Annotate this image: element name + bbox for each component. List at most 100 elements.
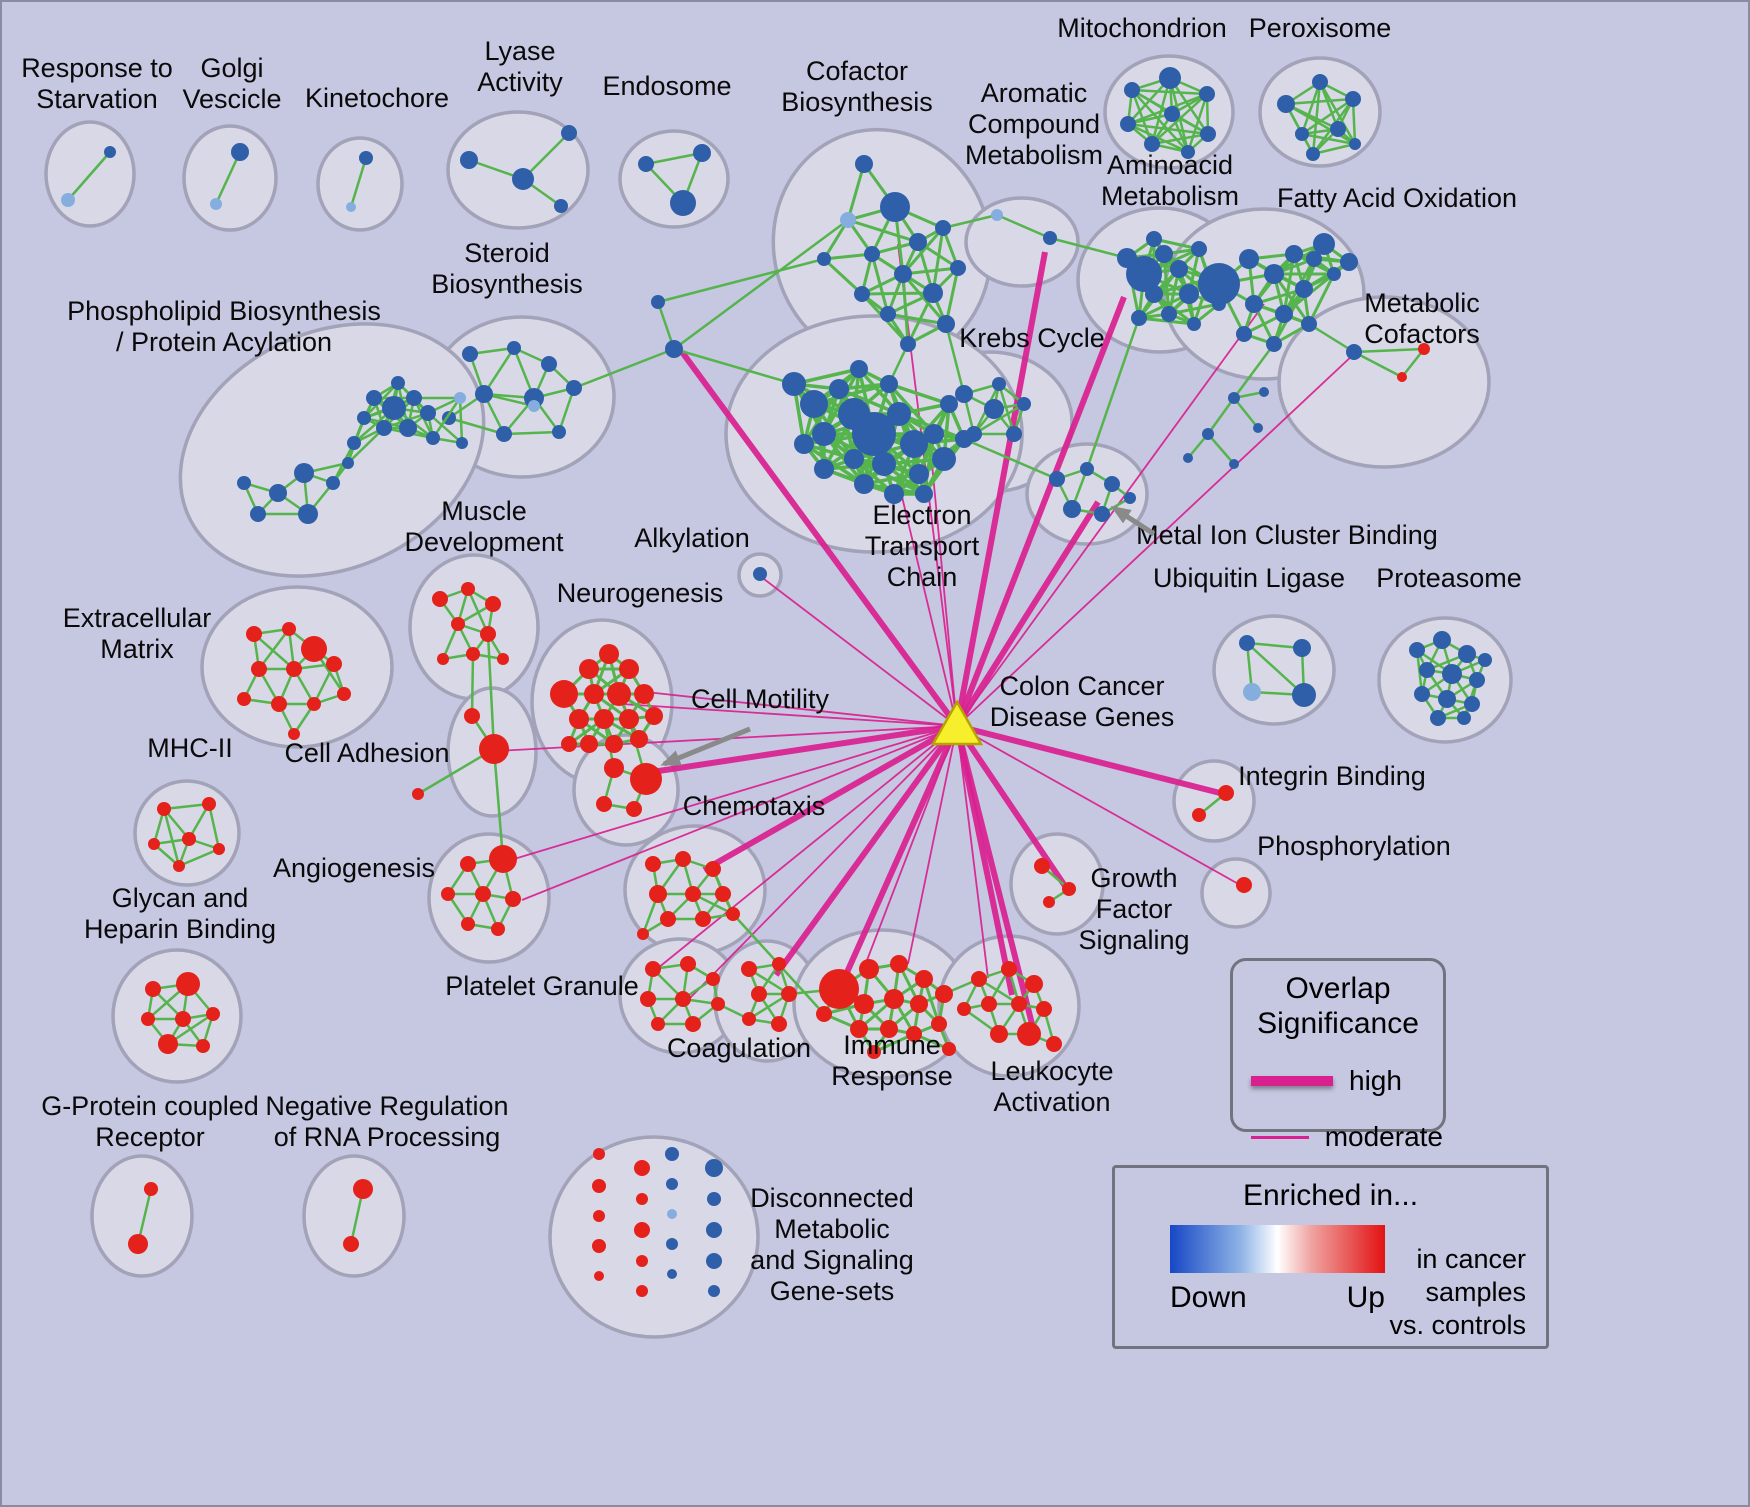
fatty-acid-oxidation-node bbox=[1264, 264, 1284, 284]
aromatic-compound-metabolism-node bbox=[991, 209, 1003, 221]
extracellular-matrix-node bbox=[282, 622, 296, 636]
neurogenesis-node bbox=[561, 736, 577, 752]
cofactor-biosynthesis-node bbox=[923, 283, 943, 303]
leukocyte-activation-node bbox=[1046, 1036, 1062, 1052]
cluster-fatty-acid-oxidation bbox=[1198, 233, 1358, 352]
moderate-significance-link bbox=[897, 479, 958, 727]
gene-set-edge bbox=[887, 312, 947, 326]
high-significance-link bbox=[954, 251, 1048, 727]
electron-transport-chain-node bbox=[794, 434, 814, 454]
scattered-metabolic-node bbox=[1229, 459, 1239, 469]
electron-transport-chain-node bbox=[854, 474, 874, 494]
phospholipid-biosynthesis-node bbox=[454, 392, 466, 404]
cluster-label-mhc-ii: MHC-II bbox=[147, 733, 232, 763]
chemotaxis-node bbox=[685, 886, 701, 902]
aminoacid-metabolism-node bbox=[1131, 310, 1147, 326]
cluster-scattered-metabolic bbox=[1183, 387, 1269, 469]
lyase-activity-node bbox=[554, 199, 568, 213]
cluster-label-phospholipid-biosynthesis: Phospholipid Biosynthesis/ Protein Acyla… bbox=[67, 296, 381, 357]
peroxisome-node bbox=[1277, 95, 1295, 113]
gene-set-edge bbox=[944, 267, 960, 325]
growth-factor-signaling-node bbox=[1034, 858, 1050, 874]
gene-set-edge bbox=[803, 442, 865, 486]
cluster-aromatic-compound-metabolism bbox=[991, 209, 1057, 245]
phospholipid-biosynthesis-node bbox=[391, 376, 405, 390]
cell-motility-node bbox=[626, 801, 642, 817]
mhc-ii-node bbox=[148, 838, 160, 850]
platelet-granule-node bbox=[680, 956, 696, 972]
scattered-metabolic-node bbox=[1183, 453, 1193, 463]
cluster-platelet-granule bbox=[640, 956, 725, 1032]
neurogenesis-node bbox=[580, 735, 598, 753]
cofactor-biosynthesis-node bbox=[817, 252, 831, 266]
disconnected-gene-sets-node bbox=[666, 1178, 678, 1190]
gene-set-edge bbox=[1246, 641, 1303, 650]
platelet-granule-node bbox=[706, 972, 720, 986]
kinetochore-node bbox=[359, 151, 373, 165]
fatty-acid-oxidation-node bbox=[1306, 251, 1322, 267]
extracellular-matrix-node bbox=[337, 687, 351, 701]
cluster-ellipse-negative-regulation-rna bbox=[302, 1154, 406, 1278]
gene-set-edge bbox=[901, 227, 945, 275]
cluster-connector-nodes bbox=[651, 295, 683, 358]
cluster-ubiquitin-ligase bbox=[1239, 635, 1316, 707]
phospholipid-biosynthesis-node bbox=[294, 463, 314, 483]
phospholipid-biosynthesis-node bbox=[426, 431, 440, 445]
disconnected-gene-sets-node bbox=[636, 1285, 648, 1297]
cluster-label-metal-ion-cluster-binding: Metal Ion Cluster Binding bbox=[1136, 520, 1438, 550]
chemotaxis-node bbox=[660, 911, 676, 927]
neurogenesis-node bbox=[584, 684, 604, 704]
disconnected-gene-sets-node bbox=[594, 1271, 604, 1281]
high-significance-link bbox=[954, 725, 1037, 1033]
muscle-development-node bbox=[485, 596, 501, 612]
gene-set-edge bbox=[1206, 397, 1236, 435]
disconnected-gene-sets-node bbox=[636, 1193, 648, 1205]
cluster-immune-response bbox=[816, 955, 956, 1059]
gene-set-edge bbox=[853, 457, 925, 496]
high-significance-link bbox=[679, 350, 960, 728]
scattered-metabolic-node bbox=[1259, 387, 1269, 397]
metabolic-cofactors-node bbox=[1418, 343, 1430, 355]
metal-ion-cluster-binding-node bbox=[1080, 462, 1094, 476]
steroid-biosynthesis-node bbox=[462, 346, 478, 362]
intercluster-edge bbox=[963, 437, 1058, 481]
electron-transport-chain-node bbox=[829, 379, 849, 399]
leukocyte-activation-node bbox=[981, 996, 997, 1012]
moderate-significance-link bbox=[956, 725, 1243, 887]
electron-transport-chain-node bbox=[812, 422, 836, 446]
cluster-ellipse-g-protein-coupled-receptor bbox=[90, 1154, 194, 1278]
response-to-starvation-node bbox=[61, 193, 75, 207]
moderate-significance-label: moderate bbox=[1324, 1121, 1443, 1152]
lyase-activity-node bbox=[460, 151, 478, 169]
gene-set-edge bbox=[349, 157, 368, 208]
cofactor-biosynthesis-node bbox=[864, 246, 880, 262]
gene-set-edge bbox=[901, 273, 948, 325]
electron-transport-chain-node bbox=[884, 484, 904, 504]
cluster-metabolic-cofactors bbox=[1346, 343, 1430, 382]
fatty-acid-oxidation-node bbox=[1285, 245, 1303, 263]
neurogenesis-node bbox=[594, 709, 614, 729]
electron-transport-chain-node bbox=[909, 464, 929, 484]
phospholipid-biosynthesis-node bbox=[326, 476, 340, 490]
cell-motility-node bbox=[604, 758, 624, 778]
neurogenesis-node bbox=[599, 644, 619, 664]
proteasome-node bbox=[1478, 653, 1492, 667]
intercluster-edge bbox=[1049, 236, 1128, 260]
disconnected-gene-sets-node bbox=[592, 1179, 606, 1193]
mitochondrion-node bbox=[1124, 82, 1140, 98]
aminoacid-metabolism-node bbox=[1145, 285, 1163, 303]
high-significance-link bbox=[954, 500, 1101, 728]
metal-ion-cluster-binding-node bbox=[1049, 471, 1065, 487]
angiogenesis-node bbox=[475, 886, 491, 902]
gene-set-edge bbox=[1301, 97, 1354, 136]
moderate-significance-link bbox=[645, 691, 958, 727]
steroid-biosynthesis-node bbox=[566, 380, 582, 396]
coagulation-node bbox=[771, 1016, 787, 1032]
gene-set-edge bbox=[802, 388, 841, 445]
